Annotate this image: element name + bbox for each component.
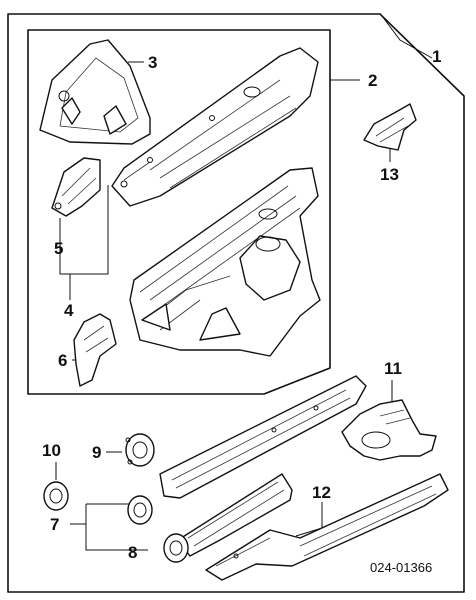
callout-6: 6: [58, 351, 67, 370]
part-11-panel: [341, 399, 437, 461]
part-2-upper-rail: [111, 47, 319, 207]
leader-1: [381, 15, 433, 59]
part-8-flange-upper: [127, 495, 153, 525]
part-8-flange-lower: [163, 533, 189, 563]
part-13-gusset: [363, 103, 417, 151]
bracket-4-5: [59, 185, 109, 275]
callout-10: 10: [42, 441, 61, 460]
part-7-upper-rail: [159, 375, 367, 499]
callout-3: 3: [148, 53, 157, 72]
catalog-code: 024-01366: [370, 560, 432, 575]
part-9-flange: [125, 433, 155, 467]
part-6-bracket: [73, 313, 117, 387]
callout-8: 8: [128, 543, 137, 562]
part-12-rail: [205, 473, 449, 581]
callout-4: 4: [64, 301, 74, 320]
bracket-7-8: [85, 503, 148, 551]
inner-group-frame: [27, 29, 331, 395]
callout-12: 12: [312, 483, 331, 502]
callout-2: 2: [368, 71, 377, 90]
part-7-lower-rail: [177, 473, 293, 557]
part-3-panel: [39, 39, 151, 145]
callout-1: 1: [432, 47, 441, 66]
callout-7: 7: [50, 515, 59, 534]
outer-frame: [7, 13, 465, 593]
part-5-bracket: [51, 157, 101, 217]
callout-11: 11: [384, 359, 402, 378]
callout-5: 5: [54, 239, 63, 258]
callout-9: 9: [92, 443, 101, 462]
callout-13: 13: [380, 165, 399, 184]
part-10-ring: [43, 481, 69, 511]
part-2-wheelhouse: [129, 167, 321, 357]
